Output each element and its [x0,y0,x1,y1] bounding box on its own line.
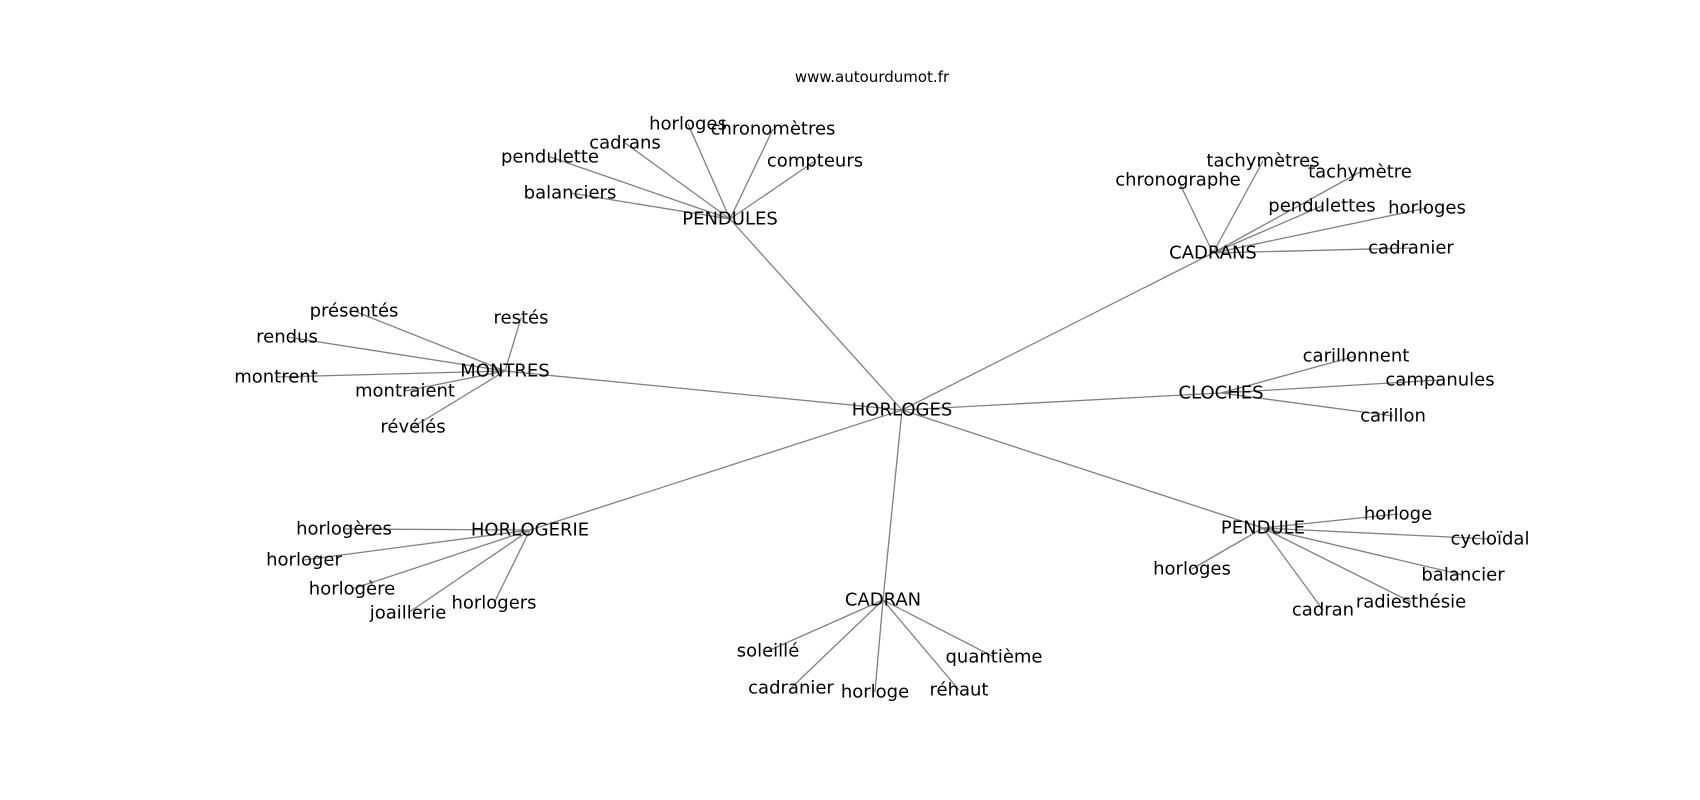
edge-center-cloches [901,392,1222,411]
node-word-montrent[interactable]: montrent [234,367,318,388]
edge-horlogerie-joaillerie [407,529,531,614]
edge-cadrans-hub-tachymetre [1212,171,1361,254]
edge-pendules-cadrans [624,142,731,220]
edge-montres-presentes [353,310,506,372]
node-hub-cloches[interactable]: CLOCHES [1178,383,1263,404]
node-word-carillon[interactable]: carillon [1360,406,1426,427]
node-word-campanules[interactable]: campanules [1385,370,1494,391]
node-word-pendule-horloge[interactable]: horloge [1364,504,1432,525]
node-word-chronometres[interactable]: chronomètres [711,119,836,140]
edge-pendule-radiesthesie [1262,527,1412,603]
node-hub-pendules[interactable]: PENDULES [682,209,778,230]
edge-center-horlogerie [529,409,903,531]
node-word-pendule-horloges[interactable]: horloges [1153,559,1231,580]
edge-pendule-cadran-word [1262,527,1324,611]
edge-cadrans-hub-pendulettes [1212,205,1323,254]
source-label: www.autourdumot.fr [795,68,950,86]
node-word-cadran-horloge[interactable]: horloge [841,682,909,703]
node-word-tachymetre[interactable]: tachymètre [1308,162,1412,183]
edge-cadran-cadran-cadranier [790,599,884,689]
edge-horlogerie-horlogere [351,529,531,590]
edge-center-pendule [901,409,1264,529]
node-word-horlogeres[interactable]: horlogères [296,519,392,540]
node-word-pendulettes[interactable]: pendulettes [1268,196,1375,217]
node-word-rendus[interactable]: rendus [256,327,318,348]
node-word-restes[interactable]: restés [494,308,549,329]
edge-center-cadrans-hub [901,252,1214,411]
node-word-quantieme[interactable]: quantième [945,647,1042,668]
node-word-tachymetres[interactable]: tachymètres [1206,151,1319,172]
edge-pendules-pendules-horloges [687,123,731,220]
node-word-chronographe[interactable]: chronographe [1115,170,1241,191]
node-word-rehaut[interactable]: réhaut [930,680,989,701]
edge-montres-rendus [286,336,506,372]
edge-pendules-pendulette [549,156,731,220]
edge-cadrans-hub-tachymetres [1212,160,1264,254]
node-word-pendulette[interactable]: pendulette [501,147,599,168]
node-word-horlogers[interactable]: horlogers [451,593,536,614]
node-word-presentes[interactable]: présentés [310,301,399,322]
node-word-horloger[interactable]: horloger [266,550,342,571]
edge-center-cadran [882,409,903,601]
edge-cloches-carillonnent [1220,355,1357,394]
node-hub-cadrans-hub[interactable]: CADRANS [1169,243,1257,264]
node-word-radiesthesie[interactable]: radiesthésie [1356,592,1466,613]
edge-center-pendules [729,218,903,411]
edge-cadrans-hub-cadrans-cadranier [1212,247,1412,254]
edge-pendules-chronometres [729,128,774,220]
node-word-montraient[interactable]: montraient [355,381,455,402]
edge-cloches-carillon [1220,392,1394,417]
edge-pendules-compteurs [729,160,816,220]
node-word-cadran-cadranier[interactable]: cadranier [748,678,834,699]
node-center-horloges[interactable]: HORLOGES [852,400,953,421]
edge-cadran-quantieme [882,599,995,658]
edge-cadran-cadran-horloge [874,599,884,693]
node-word-joaillerie[interactable]: joaillerie [369,603,447,624]
edge-cadran-rehaut [882,599,960,691]
graph-edges [275,123,1491,693]
node-hub-horlogerie[interactable]: HORLOGERIE [471,520,589,541]
edge-horlogerie-horloger [303,529,531,561]
node-word-balanciers[interactable]: balanciers [524,183,617,204]
edge-horlogerie-horlogers [493,529,531,604]
node-word-horlogere[interactable]: horlogère [309,579,395,600]
node-word-compteurs[interactable]: compteurs [767,151,863,172]
node-hub-pendule[interactable]: PENDULE [1221,518,1305,539]
edge-montres-montrent [275,370,506,378]
edge-horlogerie-horlogeres [343,528,531,531]
node-hub-montres[interactable]: MONTRES [460,361,549,382]
edge-pendule-cycloidal [1262,527,1491,540]
node-word-cycloidal[interactable]: cycloïdal [1451,529,1530,550]
edge-montres-reveles [412,370,506,428]
node-word-cadrans[interactable]: cadrans [589,133,661,154]
edge-cadrans-hub-chronographe [1177,179,1214,254]
node-word-carillonnent[interactable]: carillonnent [1303,346,1410,367]
edge-pendule-pendule-horloge [1262,513,1399,529]
graph-labels: www.autourdumot.fr HORLOGES PENDULES horlo… [234,68,1529,703]
node-word-soleille[interactable]: soleillé [737,641,800,662]
node-word-cadrans-horloges[interactable]: horloges [1388,198,1466,219]
node-word-balancier[interactable]: balancier [1421,565,1505,586]
node-word-cadran-word[interactable]: cadran [1292,600,1354,621]
edge-cadran-soleille [767,599,884,652]
node-word-cadrans-cadranier[interactable]: cadranier [1368,238,1454,259]
node-word-pendules-horloges[interactable]: horloges [649,114,727,135]
node-hub-cadran[interactable]: CADRAN [845,590,921,611]
edge-cloches-campanules [1220,379,1441,394]
edge-center-montres [504,370,903,411]
edge-montres-montraient [404,370,506,392]
edge-cadrans-hub-cadrans-horloges [1212,207,1428,254]
edge-pendules-balanciers [569,192,731,220]
node-word-reveles[interactable]: révélés [380,417,445,438]
edge-pendule-pendule-horloges [1191,527,1264,570]
edge-montres-restes [504,317,522,372]
edge-pendule-balancier [1262,527,1464,576]
